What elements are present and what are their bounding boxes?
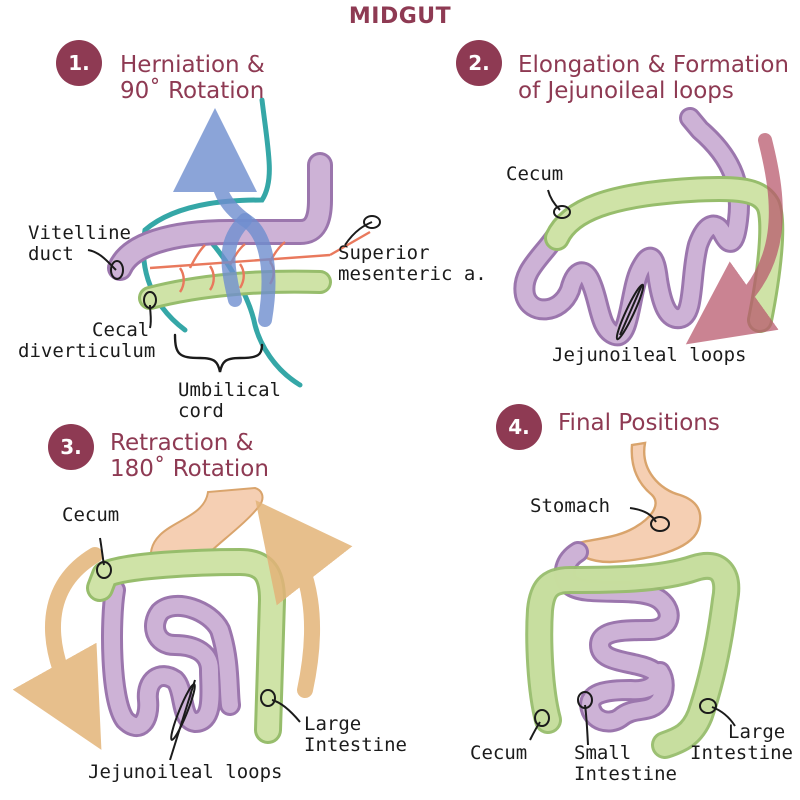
panel-3-illustration (12, 486, 353, 761)
superior-mesenteric-label-line-1: Superior (338, 242, 430, 264)
cecal-diverticulum-label-line-2: diverticulum (18, 340, 156, 362)
panel-3-rotation-arrow-left (12, 547, 103, 750)
panel-2-cecum-leader (547, 189, 561, 211)
panel-3-cecum-leader (99, 537, 105, 566)
panel-2-jejunoileal-label: Jejunoileal loops (552, 344, 747, 366)
step-1-heading-line-2: 90˚ Rotation (120, 78, 265, 104)
step-3-badge: 3. (48, 424, 94, 470)
cecal-diverticulum-label-line-1: Cecal (92, 319, 150, 341)
panel-4-cecum-label: Cecum (470, 742, 528, 764)
step-3-heading-line-2: 180˚ Rotation (110, 456, 269, 482)
step-2-badge: 2. (456, 40, 502, 86)
step-2-heading-line-1: Elongation & Formation (518, 52, 789, 78)
vitelline-duct-leader (87, 249, 117, 271)
step-1-badge: 1. (56, 40, 102, 86)
panel-3-rotation-arrow-right (255, 500, 353, 698)
panel-4-small-intestine-label-line-1: Small (574, 742, 632, 764)
panel-3-stomach (150, 488, 263, 562)
superior-mesenteric-label-line-2: mesenteric a. (338, 263, 487, 285)
step-4-heading-line-1: Final Positions (558, 410, 720, 436)
panel-3-jejunoileal-label: Jejunoileal loops (88, 761, 283, 783)
panel-4-stomach-leader (629, 507, 657, 523)
step-1-heading-line-1: Herniation & (120, 52, 265, 78)
panel-4-stomach (575, 443, 701, 562)
page-title: MIDGUT (348, 4, 452, 29)
umbilical-cord-brace (173, 333, 264, 373)
panel-4-cecum-leader (529, 721, 541, 741)
panel-4-large-intestine-leader (711, 706, 736, 727)
panel-4-large-intestine-label-line-2: Intestine (690, 742, 793, 764)
superior-mesenteric-leader (344, 221, 373, 246)
umbilical-cord-label-line-1: Umbilical (178, 379, 281, 401)
panel-3-large-intestine-label-line-1: Large (304, 713, 362, 735)
step-3-heading-line-1: Retraction & (110, 430, 254, 456)
panel-1-illustration (87, 97, 381, 388)
panel-3-cecum-label: Cecum (62, 504, 120, 526)
panel-4-stomach-label: Stomach (530, 495, 611, 517)
panel-2-cecum-label: Cecum (506, 163, 564, 185)
panel-3-large-intestine-label-line-2: Intestine (304, 734, 407, 756)
panel-4-small-intestine-label-line-2: Intestine (574, 763, 677, 785)
panel-2-loops-leader (619, 284, 643, 336)
cecal-diverticulum-leader (149, 304, 152, 329)
vitelline-duct-label-line-2: duct (28, 243, 74, 265)
panel-4-illustration (525, 441, 741, 759)
step-2-heading-line-2: of Jejunoileal loops (518, 78, 734, 104)
panel-3-loops-leader (169, 679, 196, 761)
step-4-badge: 4. (496, 404, 542, 450)
panel-2-illustration (513, 107, 785, 347)
panel-2-rotation-arrow (685, 133, 783, 345)
panel-4-large-intestine-label-line-1: Large (728, 721, 786, 743)
umbilical-cord-outline (140, 97, 272, 333)
umbilical-cord-label-line-2: cord (178, 400, 224, 422)
vitelline-duct-label-line-1: Vitelline (28, 222, 131, 244)
panel-4-small-intestine-leader (584, 704, 589, 746)
